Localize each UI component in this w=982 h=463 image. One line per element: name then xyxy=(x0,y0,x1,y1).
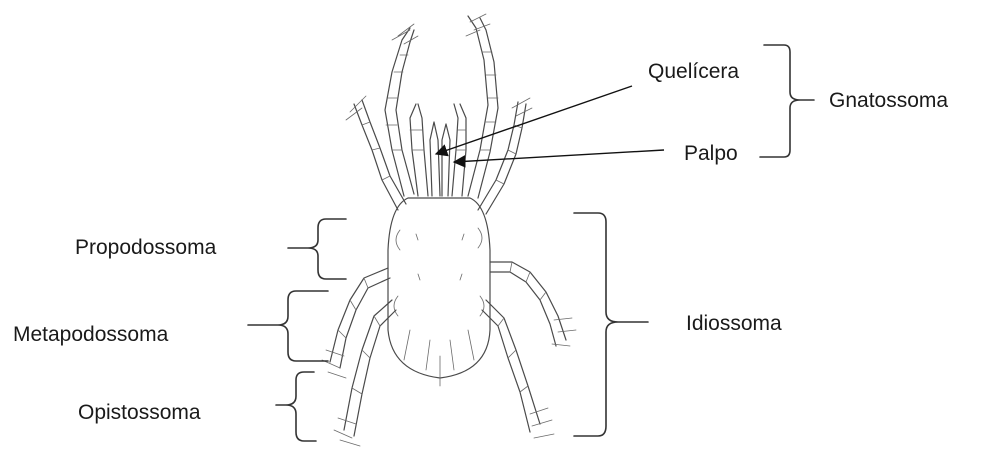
label-opistossoma: Opistossoma xyxy=(78,401,201,425)
mite-dorsal-illustration-icon xyxy=(322,14,576,446)
label-idiossoma: Idiossoma xyxy=(686,312,782,336)
third-leg-right xyxy=(490,262,576,346)
label-metapodossoma: Metapodossoma xyxy=(13,323,168,347)
label-palpo: Palpo xyxy=(684,142,738,166)
idiosoma-body xyxy=(388,198,490,386)
fourth-leg-left xyxy=(334,300,396,446)
propodossoma-brace xyxy=(288,219,346,279)
opistossoma-brace xyxy=(276,372,316,441)
gnathosoma-mouthparts xyxy=(410,104,466,196)
front-leg-right xyxy=(466,14,498,198)
palpo-arrow xyxy=(454,150,664,162)
label-propodossoma: Propodossoma xyxy=(75,236,216,260)
idiossoma-brace xyxy=(574,213,648,436)
metapodossoma-brace xyxy=(248,291,328,361)
label-quelicera: Quelícera xyxy=(648,60,739,84)
third-leg-left xyxy=(322,268,390,378)
gnatossoma-brace xyxy=(760,45,814,157)
label-gnatossoma: Gnatossoma xyxy=(829,89,948,113)
fourth-leg-right xyxy=(482,300,554,438)
